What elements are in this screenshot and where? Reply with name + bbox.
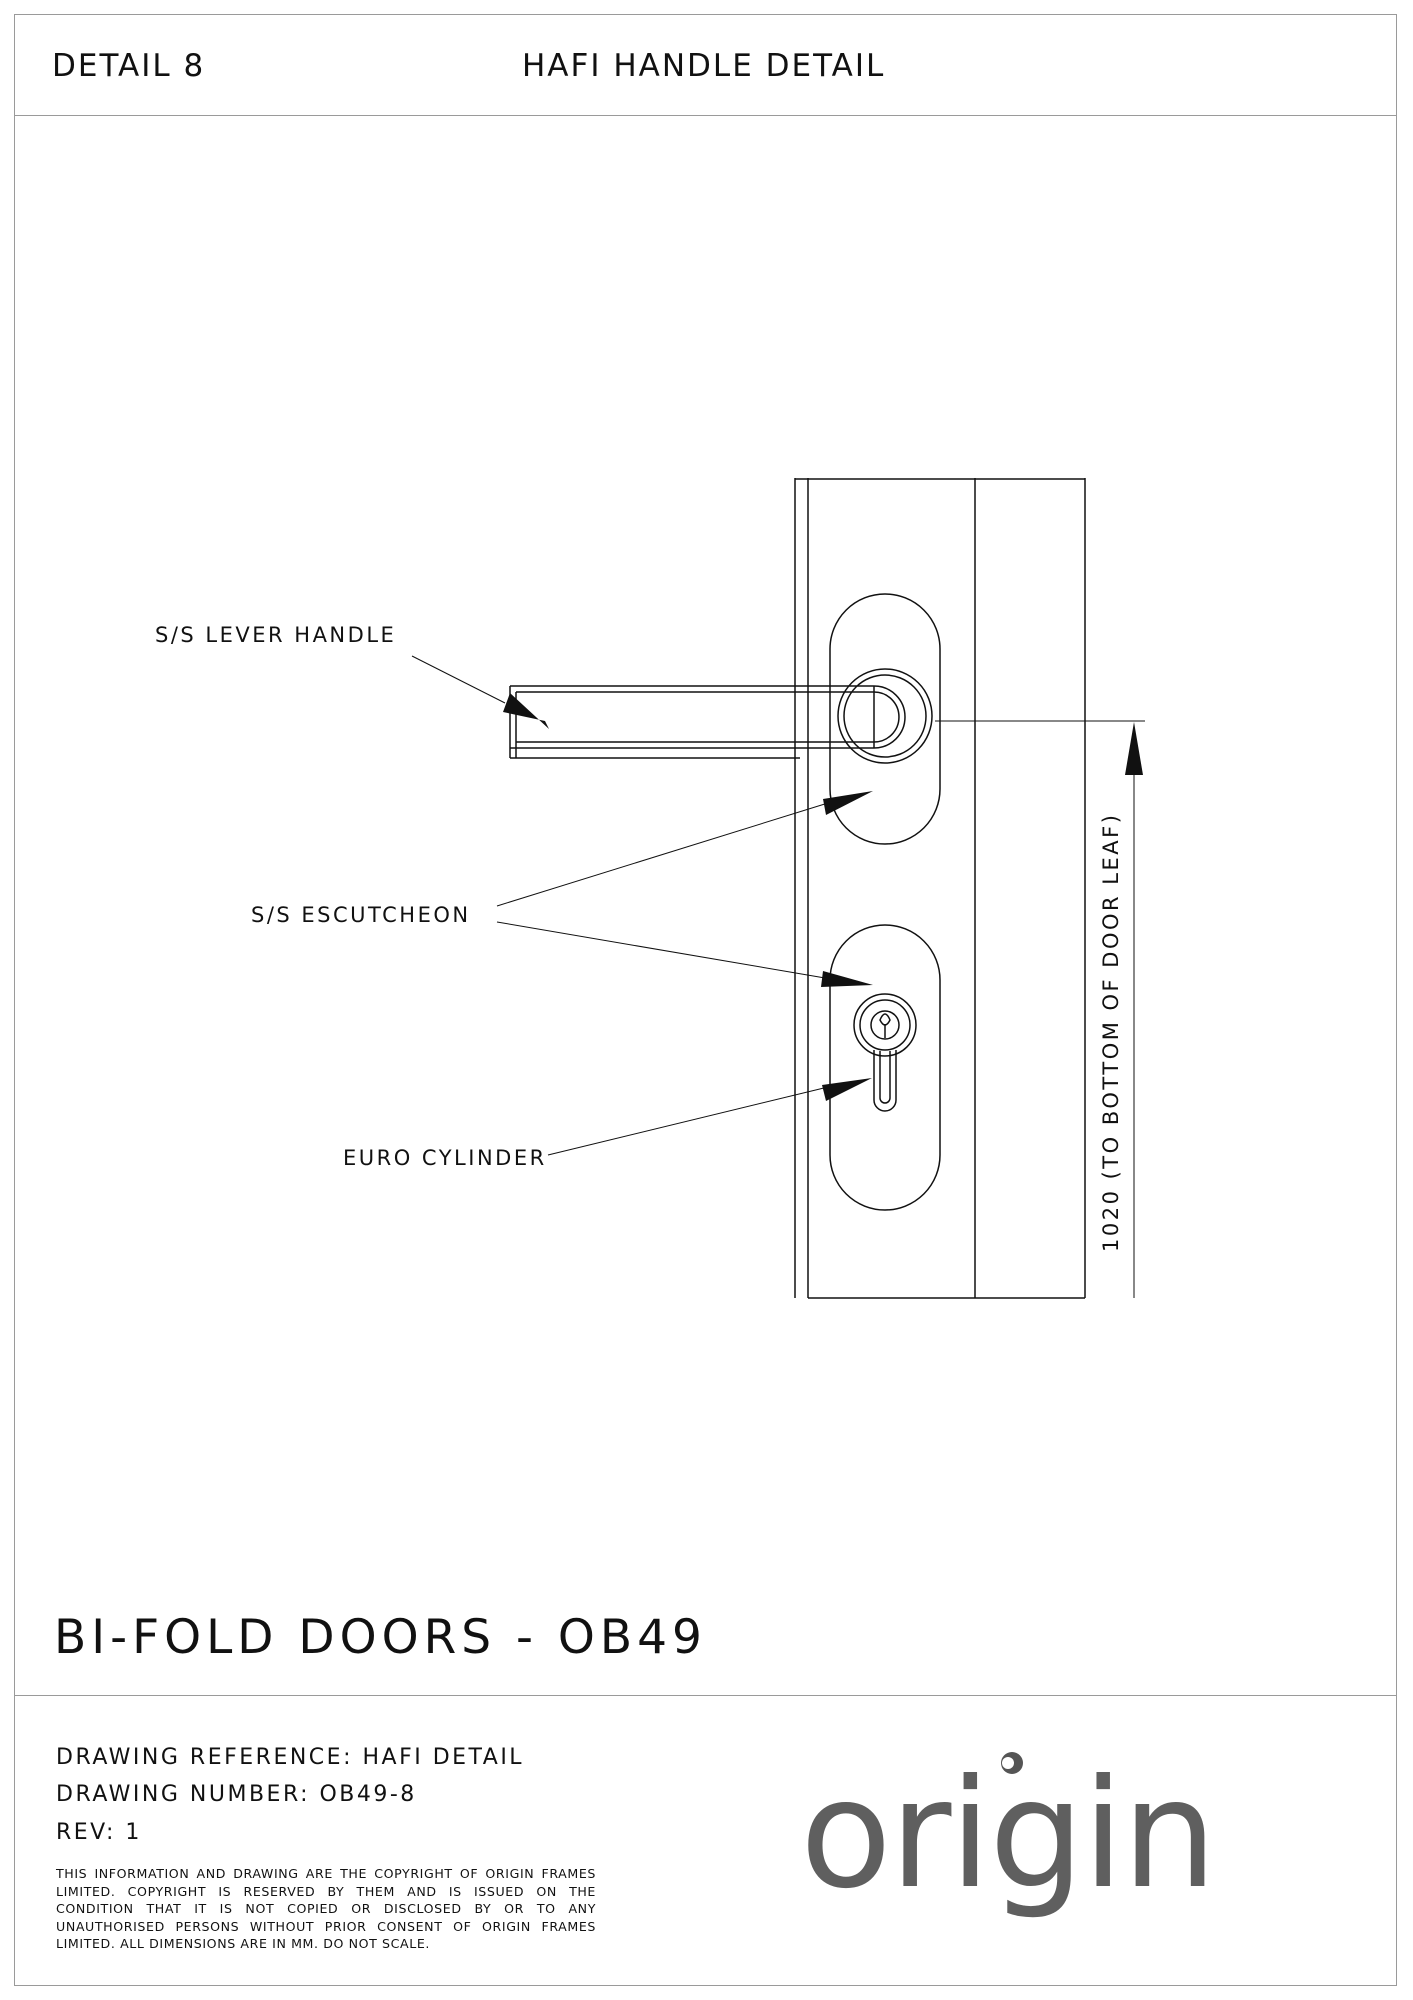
upper-escutcheon-plate — [829, 593, 941, 845]
origin-logo-text: origin — [800, 1748, 1215, 1922]
label-lever-handle: S/S LEVER HANDLE — [155, 623, 396, 647]
euro-cylinder — [853, 993, 917, 1112]
detail-number: DETAIL 8 — [52, 48, 206, 84]
title-block-divider — [14, 1695, 1397, 1696]
handle-rose — [837, 668, 933, 764]
euro-cylinder-arrowhead — [822, 1078, 872, 1101]
copyright-notice: THIS INFORMATION AND DRAWING ARE THE COP… — [56, 1866, 596, 1951]
project-title: BI-FOLD DOORS - OB49 — [54, 1610, 707, 1665]
label-escutcheon: S/S ESCUTCHEON — [251, 903, 471, 927]
header-divider — [14, 115, 1397, 116]
revision: REV: 1 — [56, 1820, 142, 1845]
door-frame-profile — [794, 478, 1086, 1299]
origin-logo: origin — [800, 1748, 1217, 1922]
drawing-sheet-border — [14, 14, 1397, 1986]
dimension-arrowhead — [1125, 722, 1143, 775]
drawing-reference: DRAWING REFERENCE: HAFI DETAIL — [56, 1745, 525, 1770]
lower-escutcheon-plate — [829, 924, 941, 1211]
origin-logo-dot-highlight — [1002, 1757, 1014, 1769]
height-dimension — [935, 720, 1145, 1298]
leader-lines — [411, 655, 829, 1156]
escutcheon-lower-arrowhead — [821, 971, 873, 987]
escutcheon-upper-arrowhead — [823, 791, 873, 815]
label-euro-cylinder: EURO CYLINDER — [343, 1146, 547, 1170]
lever-handle-arrowhead — [503, 693, 549, 729]
dimension-label: 1020 (TO BOTTOM OF DOOR LEAF) — [1099, 813, 1123, 1252]
detail-title: HAFI HANDLE DETAIL — [522, 48, 886, 84]
drawing-number: DRAWING NUMBER: OB49-8 — [56, 1782, 417, 1807]
lever-handle — [509, 685, 906, 759]
